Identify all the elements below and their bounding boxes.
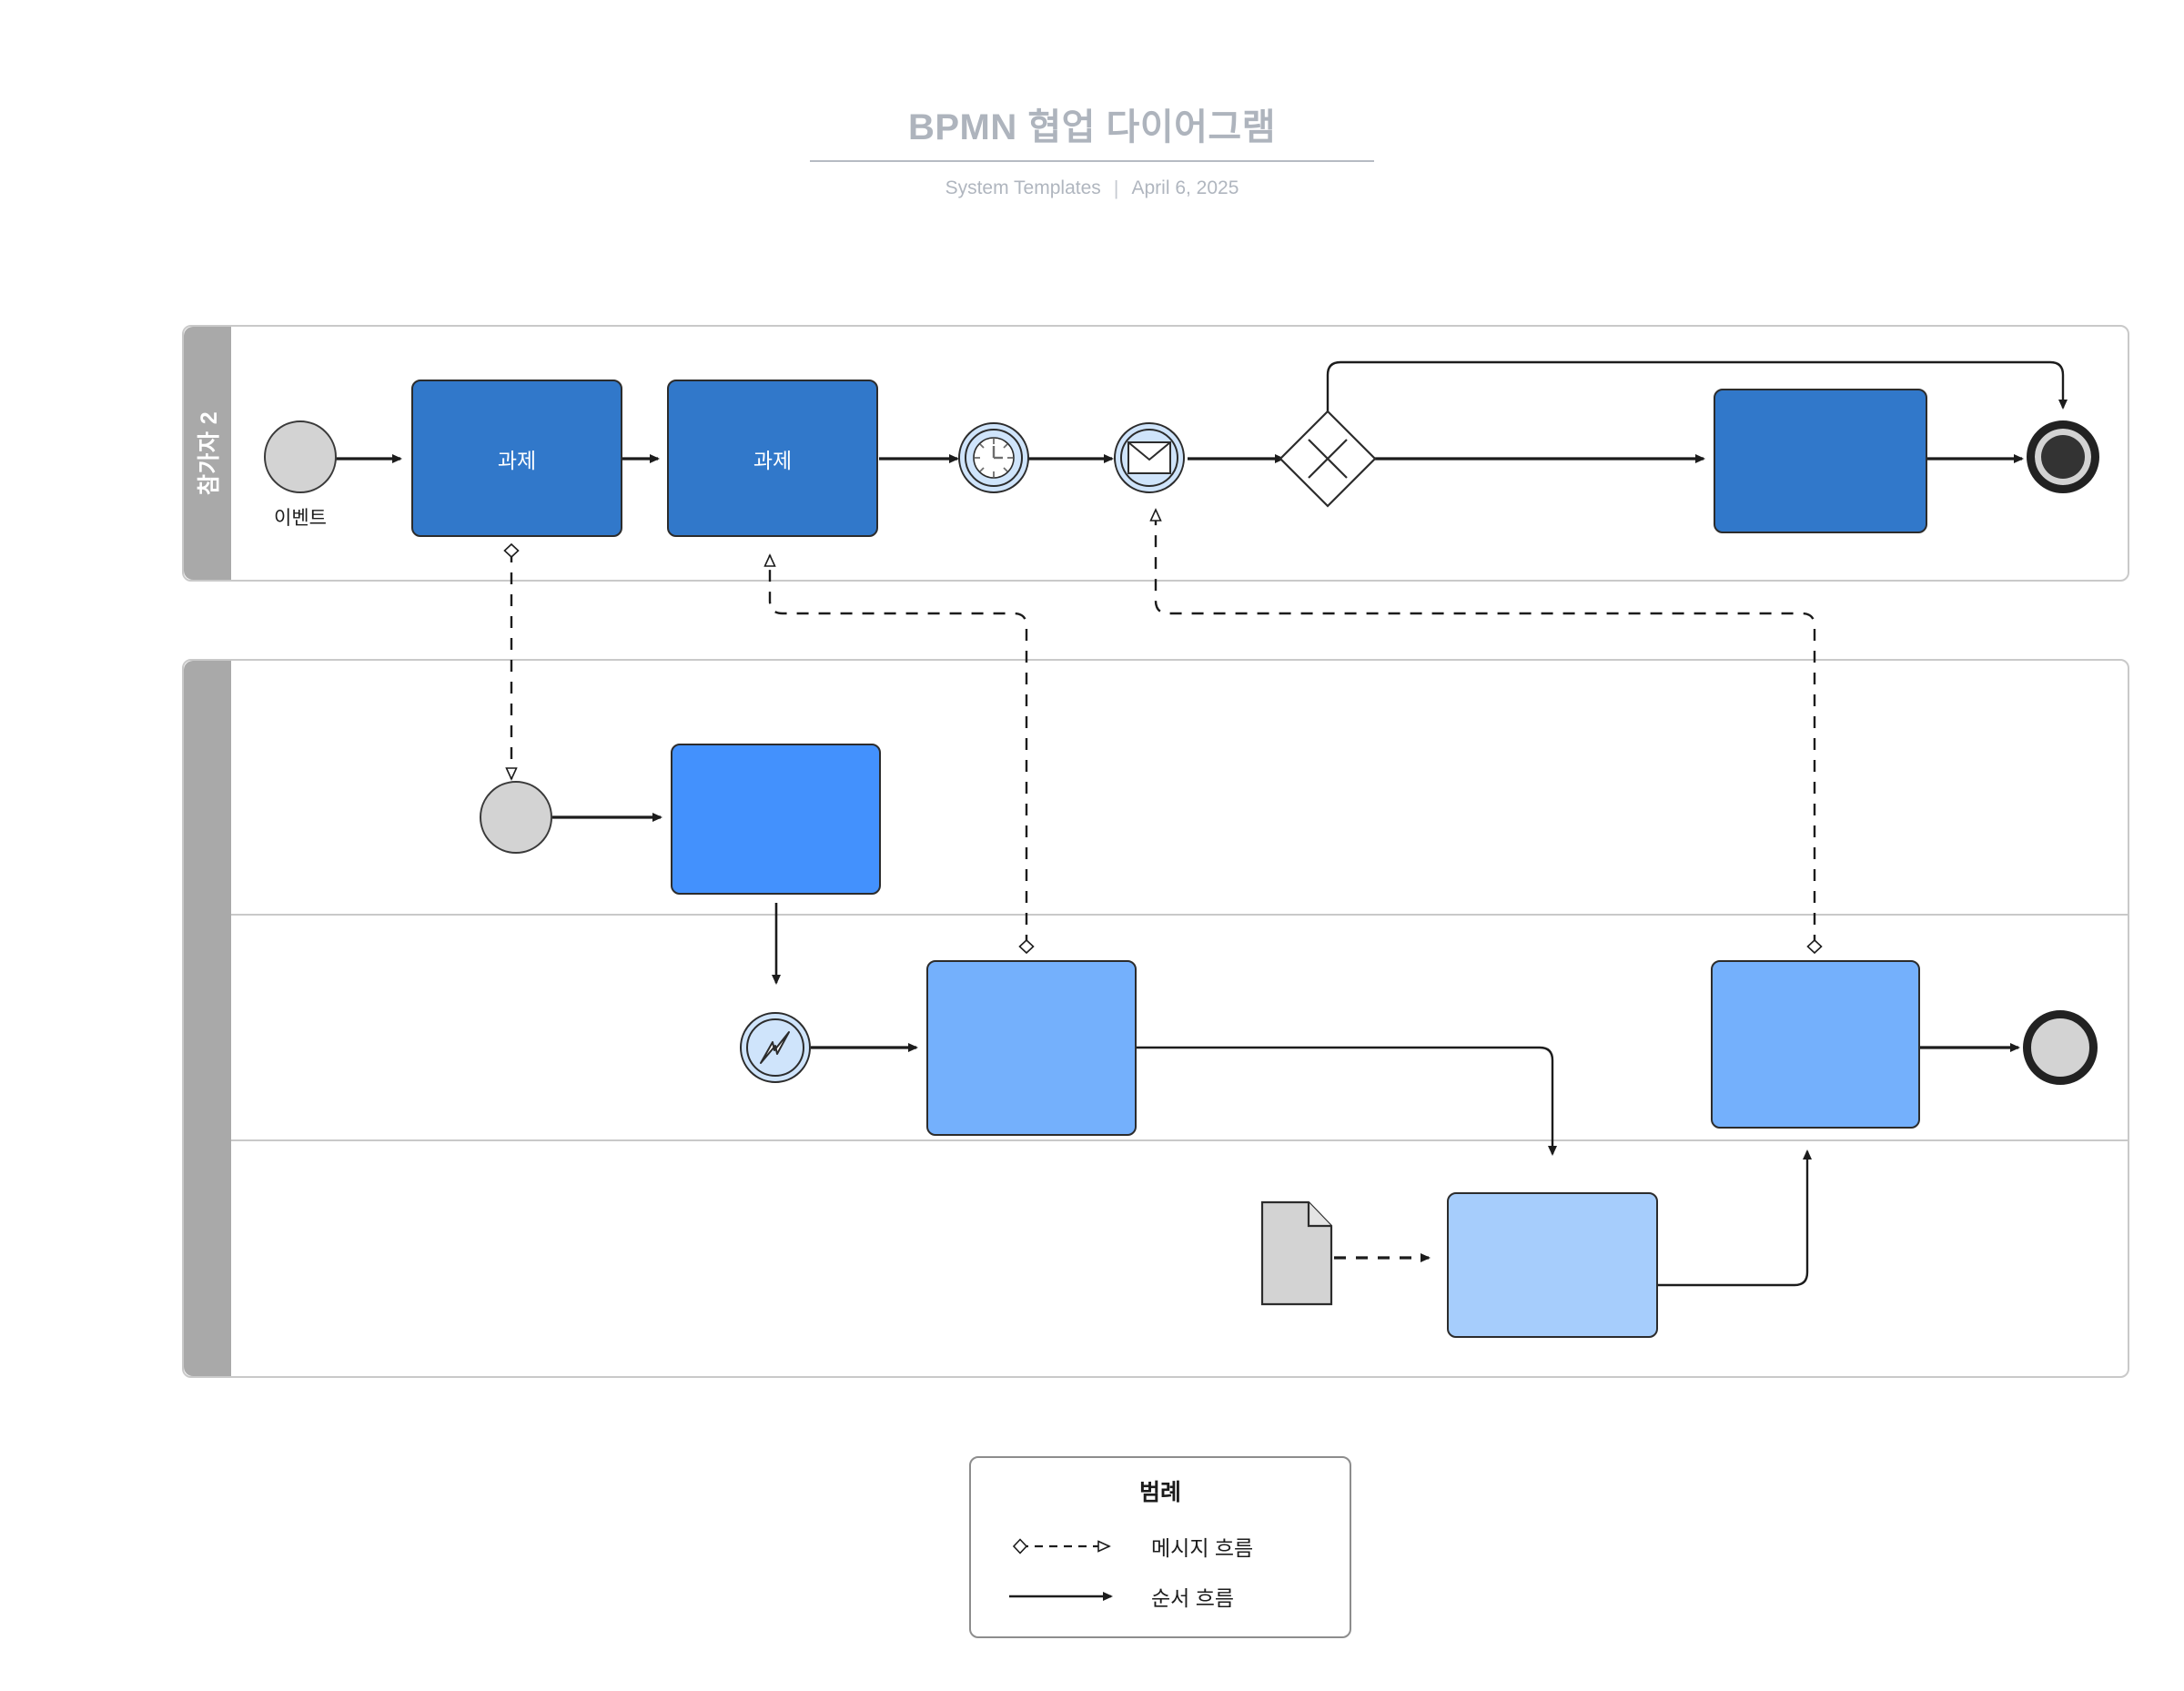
end-event-1[interactable] (2027, 420, 2099, 493)
start-event-1-label: 이벤트 (274, 508, 327, 529)
start-event-1[interactable] (264, 420, 337, 493)
task-1-label: 과제 (497, 448, 537, 472)
clock-icon (960, 424, 1027, 491)
task-2-label: 과제 (753, 448, 793, 472)
legend-row-message-flow: 메시지 흐름 (1000, 1531, 1253, 1562)
lightning-bolt-icon (742, 1014, 809, 1081)
task-2[interactable]: 과제 (667, 380, 878, 537)
end-event-2[interactable] (2023, 1010, 2098, 1085)
title-divider (810, 160, 1374, 162)
envelope-icon (1116, 424, 1183, 491)
document-subtitle: System Templates | April 6, 2025 (0, 177, 2184, 200)
legend-panel: 범례 메시지 흐름 순서 흐름 (969, 1456, 1351, 1638)
message-event-inner-ring (1120, 429, 1178, 487)
pool-1-label: 참가자 2 (197, 410, 222, 496)
gateway-1[interactable] (1278, 409, 1378, 509)
subtitle-source: System Templates (945, 177, 1101, 198)
message-flow-sample-icon (1000, 1534, 1146, 1558)
error-event[interactable] (740, 1012, 811, 1083)
pool-2-header[interactable] (184, 661, 231, 1376)
legend-row-sequence-flow: 순서 흐름 (1000, 1581, 1234, 1612)
task-1[interactable]: 과제 (411, 380, 622, 537)
sequence-flow-sample-icon (1009, 1592, 1113, 1601)
data-object-1[interactable] (1260, 1200, 1333, 1306)
timer-event[interactable] (958, 422, 1029, 493)
task-7[interactable] (1711, 960, 1920, 1129)
subtitle-separator: | (1113, 177, 1119, 199)
task-6[interactable] (1447, 1192, 1658, 1338)
legend-label-sequence-flow: 순서 흐름 (1151, 1586, 1235, 1610)
pool-1-header[interactable]: 참가자 2 (184, 327, 231, 580)
subtitle-date: April 6, 2025 (1131, 177, 1239, 198)
task-3[interactable] (1714, 389, 1927, 533)
error-event-inner-ring (746, 1018, 804, 1077)
task-5[interactable] (926, 960, 1137, 1136)
message-event[interactable] (1114, 422, 1185, 493)
legend-label-message-flow: 메시지 흐름 (1151, 1536, 1254, 1560)
lane-divider-1 (231, 914, 2129, 916)
legend-title: 범례 (1138, 1480, 1181, 1505)
start-event-2[interactable] (480, 781, 552, 854)
timer-event-inner-ring (965, 429, 1023, 487)
document-header: BPMN 협업 다이어그램 System Templates | April 6… (0, 107, 2184, 200)
page-title: BPMN 협업 다이어그램 (907, 107, 1277, 147)
task-4[interactable] (671, 744, 881, 895)
lane-divider-2 (231, 1139, 2129, 1141)
